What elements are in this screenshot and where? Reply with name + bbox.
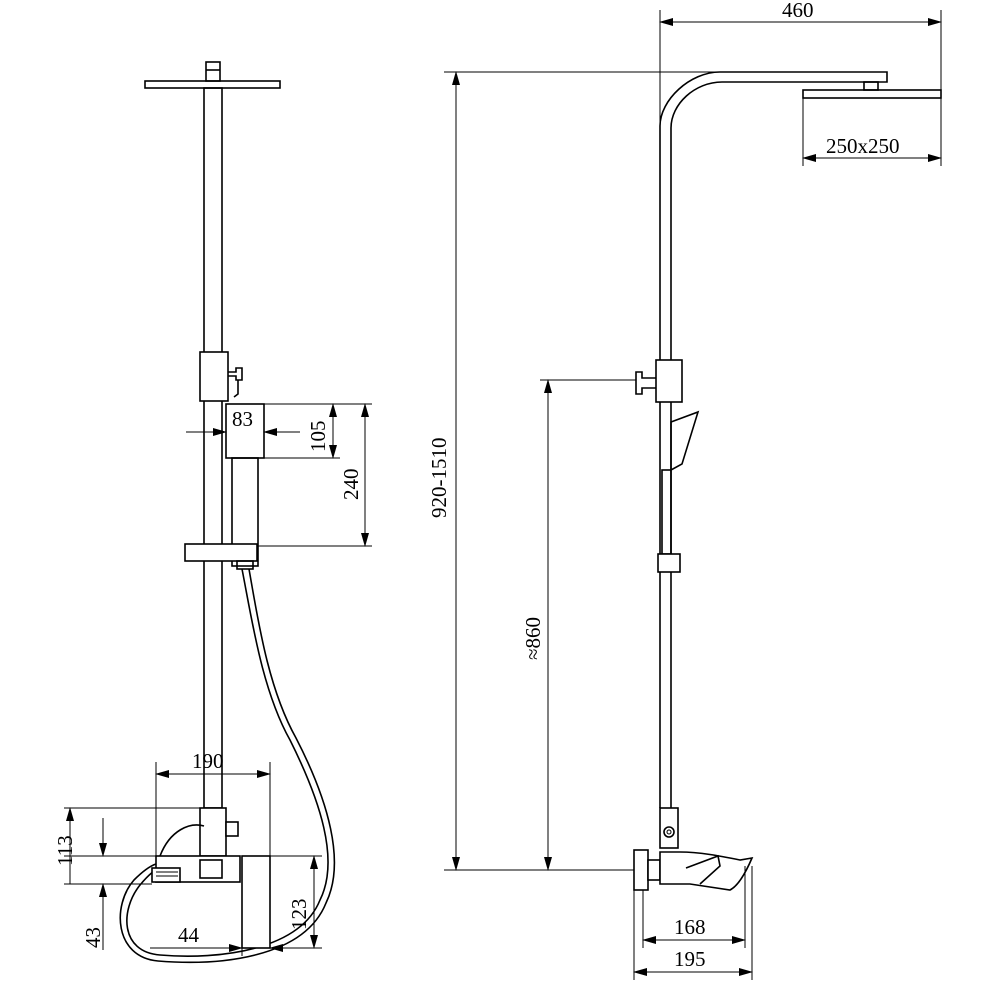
shower-head-connector	[205, 61, 221, 82]
side-diverter-block	[655, 359, 683, 403]
side-lever	[685, 854, 721, 885]
vertical-pipe	[203, 87, 223, 809]
dim-460: 460	[782, 0, 814, 22]
hose	[126, 568, 329, 957]
diverter-knob	[228, 367, 243, 381]
dim-83: 83	[232, 407, 253, 431]
shower-head-plate	[144, 80, 281, 89]
dim-240: 240	[339, 469, 363, 501]
dim-190: 190	[192, 749, 224, 773]
dim-195: 195	[674, 947, 706, 971]
side-wall-flange	[633, 849, 649, 891]
side-head-plate	[802, 89, 942, 99]
dim-113: 113	[53, 835, 77, 866]
dim-860: ≈860	[521, 617, 545, 660]
spout	[151, 867, 181, 883]
mixer-riser	[199, 807, 227, 857]
dim-43: 43	[81, 927, 105, 948]
side-mixer-body	[659, 851, 754, 891]
mixer-lever	[241, 855, 271, 949]
riser-and-arm	[659, 71, 888, 808]
side-mixer-riser	[659, 807, 679, 849]
side-hand-shower	[670, 410, 700, 472]
hand-shower	[231, 457, 259, 567]
front-view-dimensions: 83 105 240 190 113 43 123 44	[53, 403, 372, 956]
side-slide-bracket	[657, 553, 681, 573]
dim-44: 44	[178, 923, 200, 947]
diverter-block	[199, 351, 229, 402]
side-view	[633, 71, 942, 891]
dim-168: 168	[674, 915, 706, 939]
side-view-dimensions: 460 250x250 920-1510 ≈860 168 195	[427, 0, 942, 980]
dim-105: 105	[306, 421, 330, 453]
dim-250x250: 250x250	[826, 134, 900, 158]
dim-920-1510: 920-1510	[427, 438, 451, 519]
front-view	[119, 61, 336, 964]
dim-123: 123	[287, 899, 311, 931]
slide-bracket	[184, 543, 258, 562]
side-diverter-knob	[635, 371, 656, 395]
